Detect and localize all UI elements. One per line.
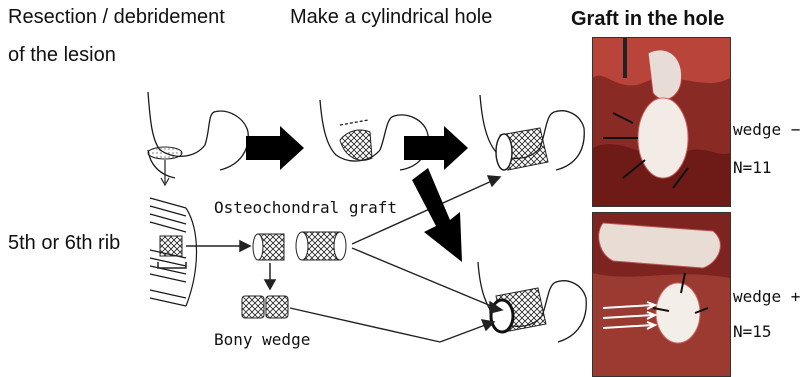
surgical-photo-wedge-minus (592, 37, 731, 207)
graft-piece-right (296, 232, 346, 260)
lesion-fragment (148, 147, 182, 159)
big-arrow-step2-to-step3 (404, 126, 468, 170)
procedure-drawing (0, 0, 600, 377)
graft-piece-left (253, 234, 284, 260)
cylindrical-hole (340, 130, 372, 160)
wedge-plus-count: N=15 (733, 322, 772, 341)
wedge-minus-label: wedge − (733, 120, 800, 139)
arrow-graft-to-wedge (265, 263, 275, 289)
rib-harvest-block (160, 236, 182, 256)
arrow-wedge-to-bottom-joint (290, 308, 494, 342)
surgical-photo-wedge-plus (592, 212, 731, 377)
bony-wedge-pieces (242, 296, 288, 318)
wedge-minus-count: N=11 (733, 158, 772, 177)
big-arrow-diagonal-down (412, 168, 462, 262)
arrow-graft-to-bottom-joint (352, 248, 502, 313)
graft-end-top (496, 134, 512, 170)
big-arrow-step1-to-step2 (246, 126, 304, 170)
wedge-plus-label: wedge + (733, 287, 800, 306)
joint-lesion-sketch (148, 92, 248, 178)
